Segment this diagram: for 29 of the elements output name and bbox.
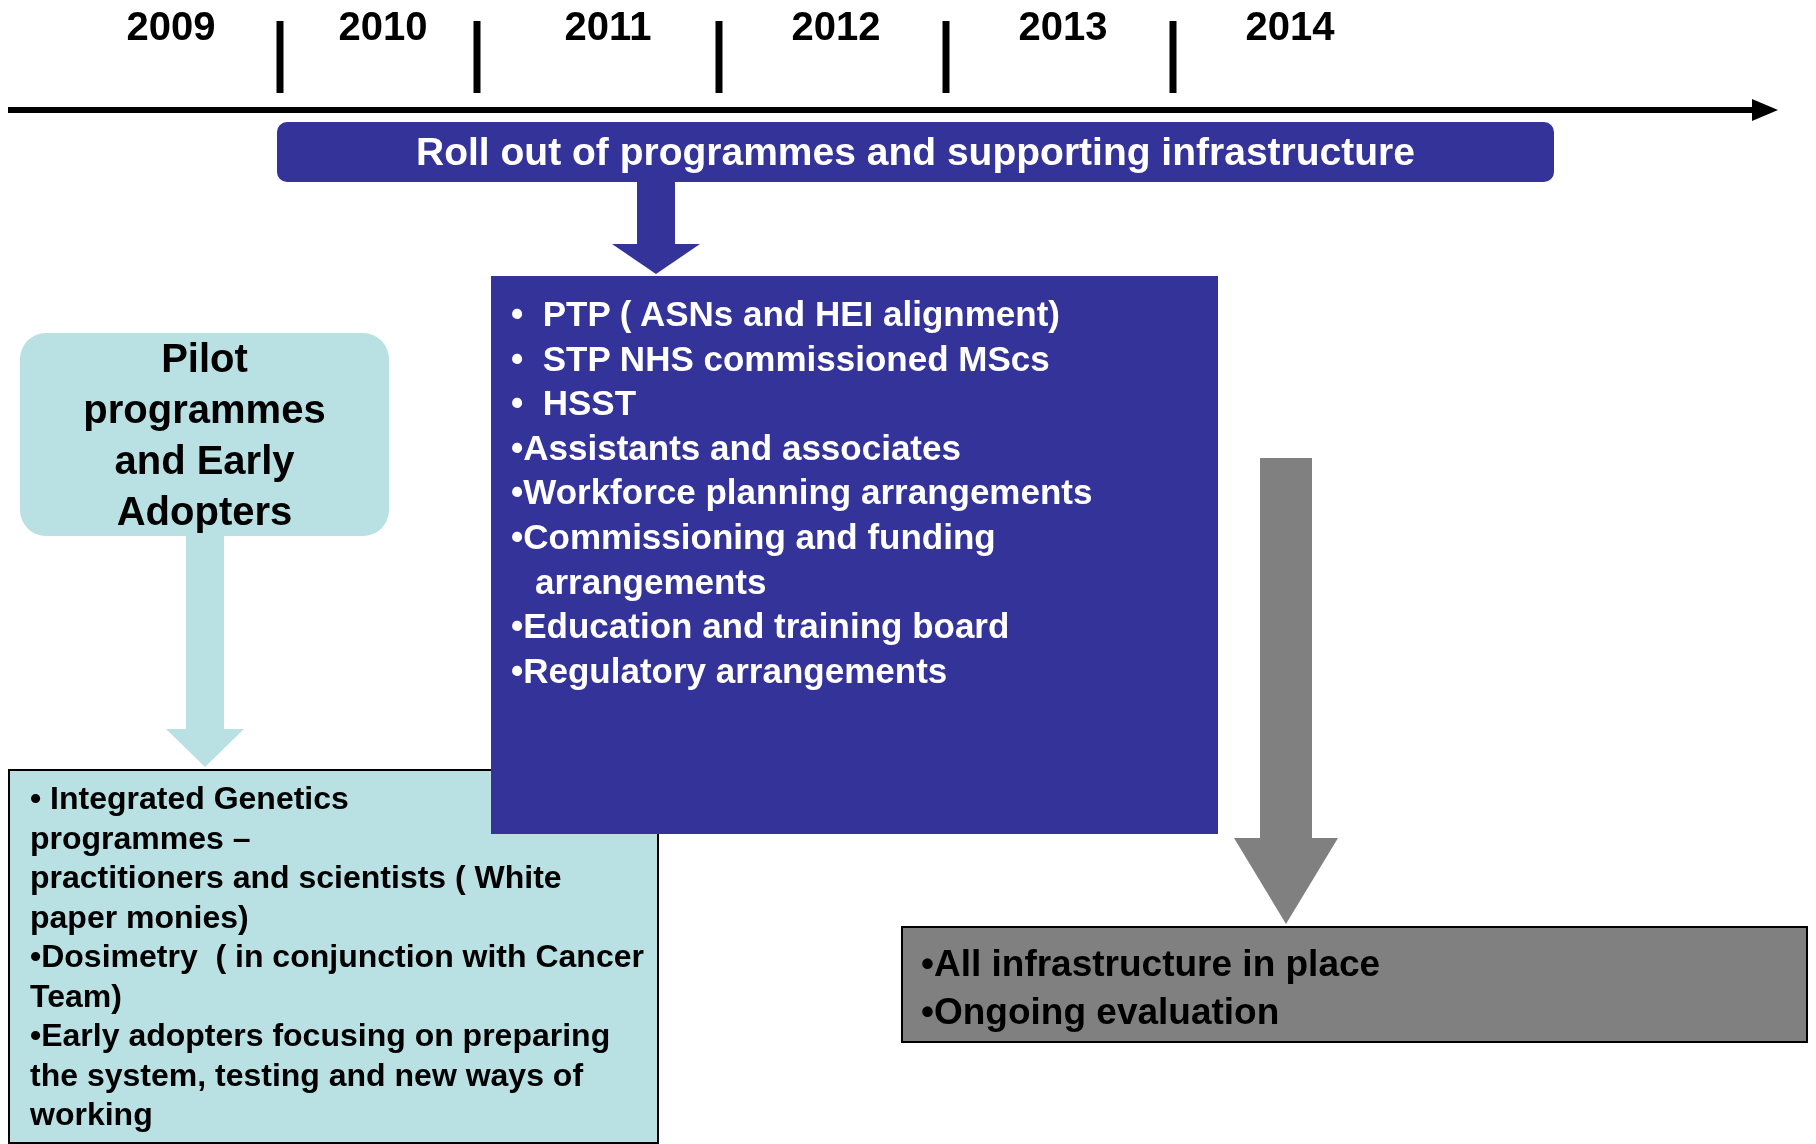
bullet-item: • PTP ( ASNs and HEI alignment) <box>511 293 1061 335</box>
bullet-item: •Early adopters focusing on preparing the system, testing and new ways of working <box>30 1016 612 1134</box>
bullet-item: •All infrastructure in place <box>921 942 1382 986</box>
phase-banner <box>277 122 1554 182</box>
block-arrow <box>612 182 700 274</box>
bullet-item: •Education and training board <box>511 605 1011 648</box>
bullet-item: •Assistants and associates <box>511 426 962 469</box>
box-title: Roll out of programmes and supporting infrastructure <box>415 130 1416 174</box>
bullet-item: •Workforce planning arrangements <box>511 471 1094 514</box>
year-label: 2012 <box>791 4 881 49</box>
year-label: 2010 <box>338 4 428 49</box>
bullet-item: •Commissioning and funding arrangements <box>511 515 997 603</box>
bullet-item: • STP NHS commissioned MScs <box>511 337 1051 380</box>
bullet-item: •Regulatory arrangements <box>511 649 949 692</box>
bullet-item: • HSST <box>511 382 638 425</box>
pilot-box <box>20 333 389 536</box>
block-arrow <box>166 536 244 767</box>
bullet-item: •Ongoing evaluation <box>921 990 1281 1034</box>
pilot-activity-box <box>8 769 659 1144</box>
year-label: 2011 <box>564 4 652 49</box>
bullet-item: • Integrated Genetics programmes – practitioners and scientists ( White paper monies) <box>30 779 563 937</box>
box-title: Pilot programmes and Early Adopters <box>82 334 327 535</box>
outcome-box <box>901 926 1808 1043</box>
block-arrow <box>1234 458 1338 924</box>
bullet-item: •Dosimetry ( in conjunction with Cancer Team) <box>30 937 645 1016</box>
year-label: 2009 <box>126 4 216 49</box>
activity-box <box>491 276 1218 834</box>
year-label: 2013 <box>1018 4 1108 49</box>
year-label: 2014 <box>1245 4 1335 49</box>
